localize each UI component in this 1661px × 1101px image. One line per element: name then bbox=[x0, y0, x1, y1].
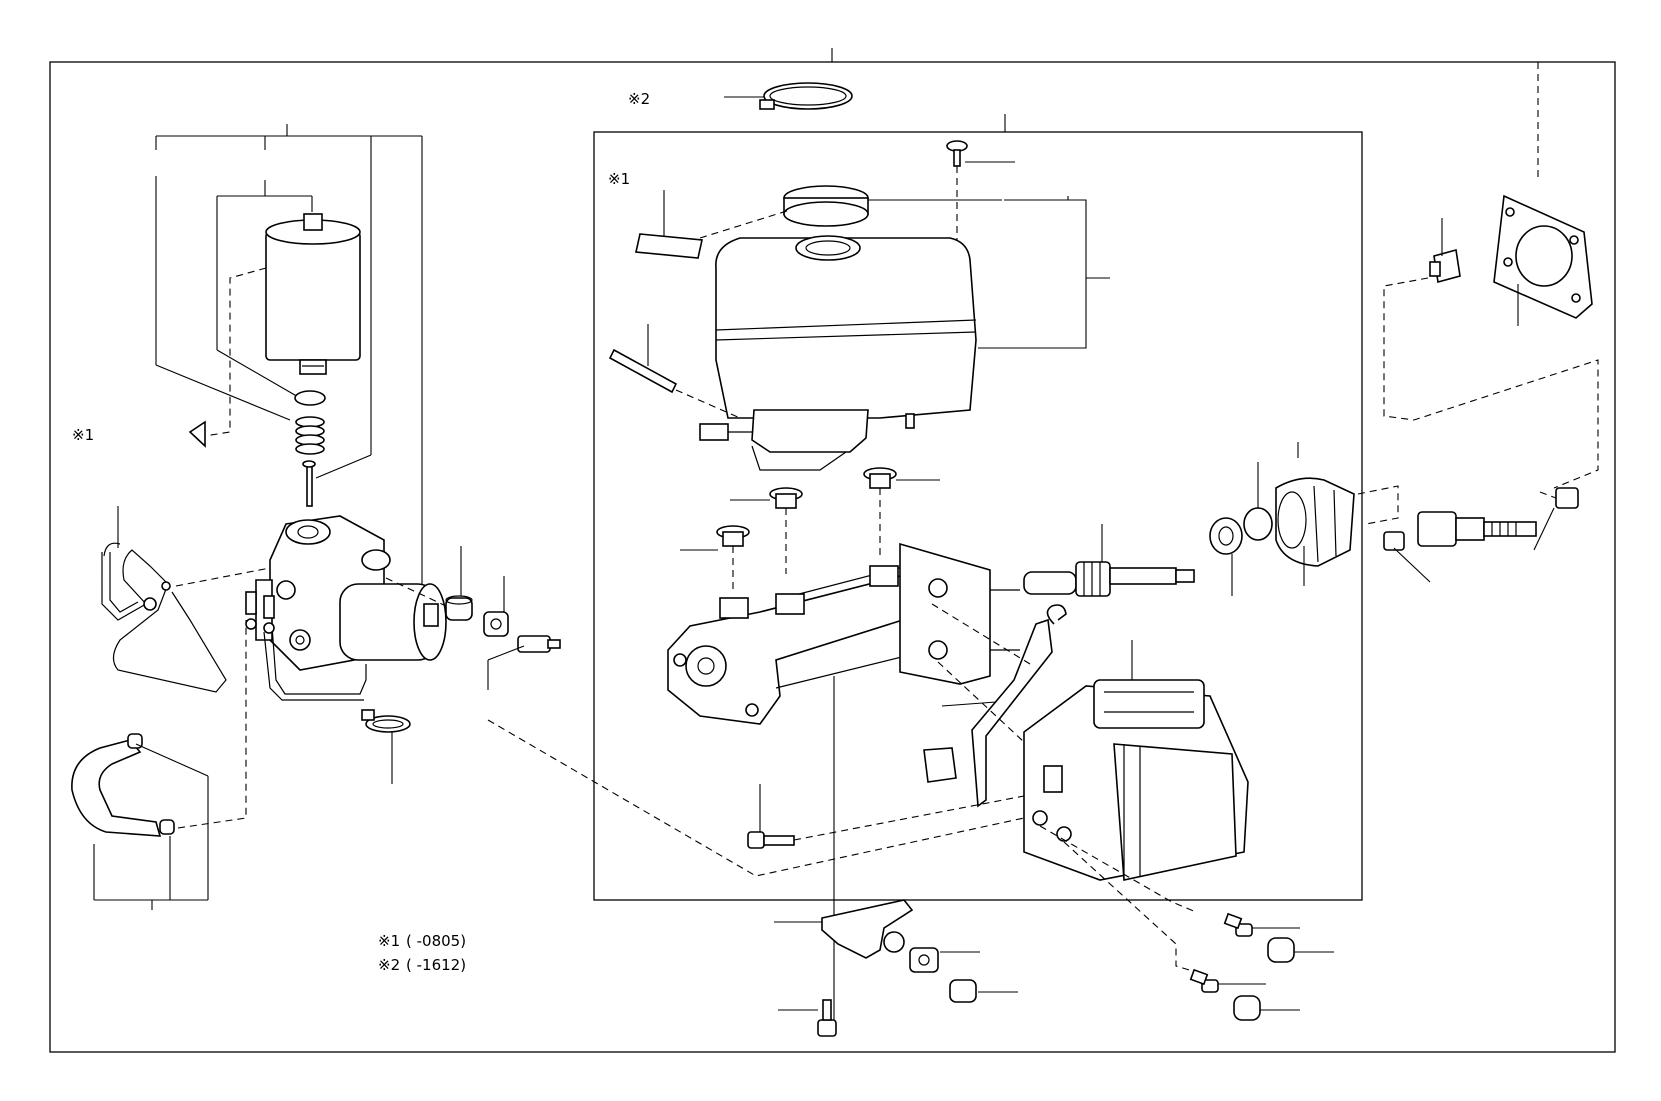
adjusting-nut bbox=[1383, 531, 1431, 583]
pump-pipe-dash bbox=[175, 567, 271, 587]
pump-pipe bbox=[101, 506, 227, 693]
push-rod-nut bbox=[1533, 487, 1579, 551]
grommet-2 bbox=[863, 467, 940, 489]
push-rod-dash bbox=[1539, 491, 1557, 499]
note-mark-1-reservoir: ※1 bbox=[608, 170, 630, 188]
reservoir-pin bbox=[608, 324, 741, 419]
note-2: ※2 ( -1612) bbox=[378, 956, 466, 974]
return-hose-dash bbox=[177, 620, 247, 829]
lower-bracket bbox=[774, 899, 914, 959]
accumulator-bracket-lines bbox=[155, 124, 423, 620]
reservoir-label-plate bbox=[635, 190, 703, 259]
svg-text:( -1612): ( -1612) bbox=[406, 956, 466, 974]
spring bbox=[295, 416, 325, 455]
ecu-cushion-1 bbox=[1267, 937, 1334, 963]
piston-assembly bbox=[1023, 524, 1195, 597]
accumulator bbox=[265, 213, 361, 375]
lower-bolt bbox=[778, 999, 837, 1037]
lower-filter bbox=[909, 947, 980, 973]
seal bbox=[1209, 517, 1243, 596]
lower-sleeve bbox=[949, 979, 1018, 1003]
o-ring-boot bbox=[1243, 462, 1273, 541]
hose-clamp-top bbox=[724, 82, 853, 110]
note-1: ※1 ( -0805) bbox=[378, 932, 466, 950]
ecu-assembly bbox=[1023, 640, 1249, 881]
push-rod bbox=[1417, 511, 1537, 547]
lower-dash-leader bbox=[487, 719, 1025, 877]
pump-motor-assembly bbox=[255, 515, 447, 671]
pump-harness bbox=[245, 591, 367, 701]
svg-text:( -0805): ( -0805) bbox=[406, 932, 466, 950]
svg-text:※2: ※2 bbox=[378, 956, 400, 974]
union-fitting-left bbox=[487, 635, 561, 690]
note-mark-2-top: ※2 bbox=[628, 90, 650, 108]
clip-left bbox=[188, 420, 206, 448]
note-mark-1-left: ※1 bbox=[72, 426, 94, 444]
push-rod-bracket bbox=[1357, 485, 1399, 525]
accumulator-dash bbox=[204, 267, 267, 437]
reservoir-cap bbox=[783, 185, 1002, 227]
reservoir-screw bbox=[946, 140, 1015, 262]
clip-right bbox=[1429, 218, 1461, 284]
ecu-screw-2 bbox=[1189, 968, 1266, 993]
reservoir-bracket bbox=[978, 199, 1087, 349]
filter bbox=[483, 576, 509, 637]
master-cylinder-body bbox=[667, 542, 1020, 725]
ecu-bolt-dash bbox=[793, 795, 1025, 841]
boot bbox=[1275, 442, 1355, 586]
right-dash-box bbox=[1383, 277, 1599, 489]
grommet-1 bbox=[730, 487, 803, 509]
pin bbox=[302, 460, 316, 507]
ecu-bolt bbox=[747, 784, 795, 849]
reservoir-tank bbox=[699, 235, 977, 471]
gasket bbox=[1493, 194, 1593, 326]
label-plate-dash bbox=[699, 209, 791, 239]
ecu-screw-1 bbox=[1223, 912, 1300, 937]
grommet-3 bbox=[680, 525, 750, 551]
hose-clamp-pump bbox=[361, 709, 411, 784]
svg-text:※1: ※1 bbox=[378, 932, 400, 950]
sleeve bbox=[445, 546, 473, 621]
ecu-dash bbox=[931, 603, 1031, 743]
return-hose bbox=[71, 733, 209, 910]
ecu-cushion-2 bbox=[1233, 995, 1300, 1021]
master-cylinder-group-frame bbox=[593, 131, 1363, 901]
mounting-bracket bbox=[923, 604, 1067, 808]
ecu-screw-dash bbox=[1039, 825, 1197, 973]
grommet-dashes bbox=[732, 488, 881, 590]
o-ring-accumulator bbox=[294, 390, 326, 406]
